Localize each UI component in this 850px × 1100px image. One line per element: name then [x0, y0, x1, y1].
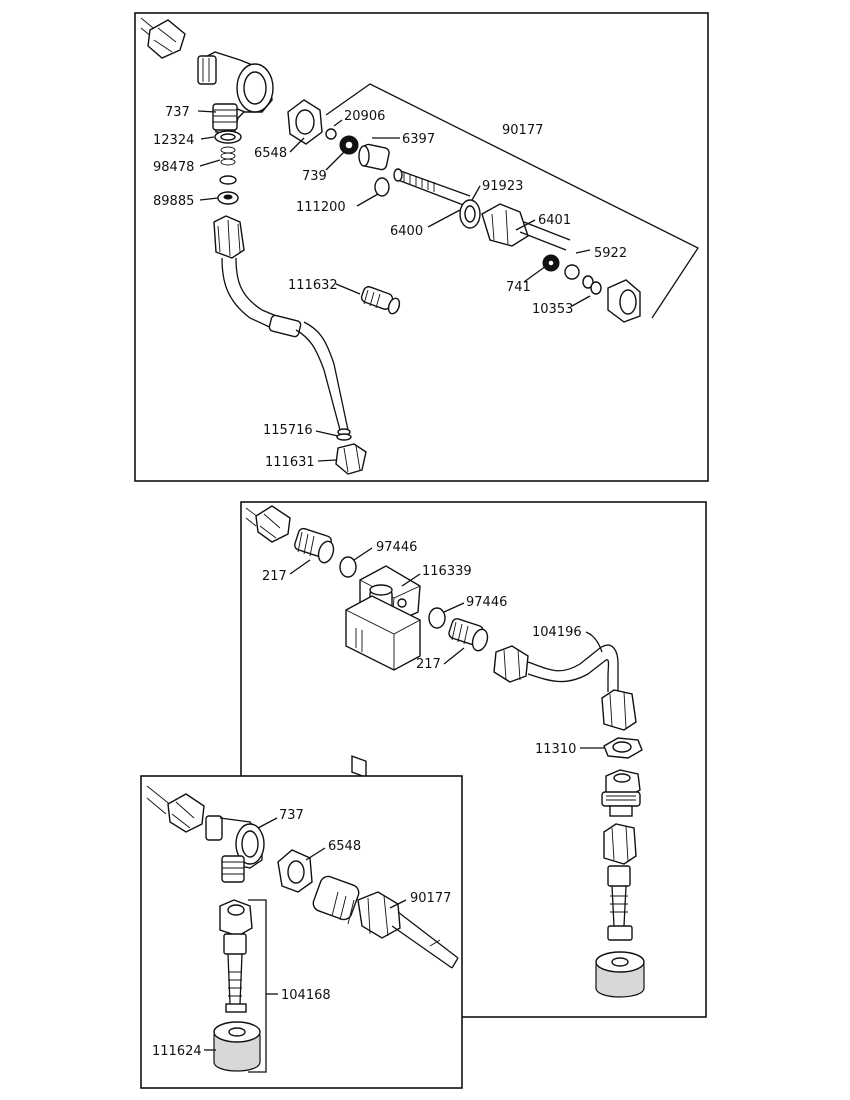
bent-tube: [213, 215, 351, 436]
washer-small: [219, 175, 237, 185]
hex-nut-6548: [287, 99, 323, 145]
label-116339: 116339: [422, 564, 472, 579]
label-89885: 89885: [153, 194, 194, 209]
panel-bottom: 737 6548 90177 104168 111624: [140, 775, 463, 1089]
mid-inlet-tube: [245, 505, 291, 543]
cap-fitting: [595, 951, 645, 998]
label-97446-b: 97446: [466, 595, 507, 610]
label-741: 741: [506, 280, 531, 295]
label-6548: 6548: [254, 146, 287, 161]
label-111631: 111631: [265, 455, 315, 470]
label-90177: 90177: [502, 123, 543, 138]
cap-111624: [213, 1021, 261, 1072]
label-217-a: 217: [262, 569, 287, 584]
label-6401: 6401: [538, 213, 571, 228]
label-11310: 11310: [535, 742, 576, 757]
label-111632: 111632: [288, 278, 338, 293]
valve-90177-b: [312, 875, 459, 969]
label-6397: 6397: [402, 132, 435, 147]
end-cap: [607, 279, 641, 323]
label-97446-a: 97446: [376, 540, 417, 555]
bracket-104168: [248, 899, 267, 1073]
panel-middle: 97446 217 116339 97446 104196 217 11310: [240, 501, 707, 1018]
sleeve-6397: [358, 143, 390, 171]
label-90177-b: 90177: [410, 891, 451, 906]
label-111200: 111200: [296, 200, 346, 215]
bottom-inlet-tube: [146, 785, 205, 833]
solenoid-valve-116339: [345, 565, 421, 779]
ring-111200: [374, 177, 390, 197]
label-737-b: 737: [279, 808, 304, 823]
inlet-tube-fitting: [140, 17, 186, 59]
label-5922: 5922: [594, 246, 627, 261]
label-104168: 104168: [281, 988, 331, 1003]
tube-104196: [493, 644, 637, 731]
label-111624: 111624: [152, 1044, 202, 1059]
tee-body-737: [197, 51, 274, 135]
part-20906: [325, 128, 337, 140]
oring-115716: [336, 433, 352, 441]
tee-body-737-b: [205, 815, 265, 883]
washer-5922: [564, 264, 580, 280]
hex-nut-6548-b: [277, 849, 313, 893]
label-20906: 20906: [344, 109, 385, 124]
label-12324: 12324: [153, 133, 194, 148]
fitting-217-a: [294, 527, 335, 564]
oring-97446-b: [428, 607, 446, 629]
nut-11310: [603, 737, 643, 759]
label-6400: 6400: [390, 224, 423, 239]
vertical-tube-fitting: [603, 823, 637, 941]
label-98478: 98478: [153, 160, 194, 175]
oring-97446-a: [339, 556, 357, 578]
fitting-111632: [360, 286, 401, 315]
label-6548-b: 6548: [328, 839, 361, 854]
tube-104168: [219, 899, 253, 1013]
label-10353: 10353: [532, 302, 573, 317]
label-737: 737: [165, 105, 190, 120]
spring-98478: [220, 146, 236, 166]
oring-10353: [582, 275, 594, 289]
label-91923: 91923: [482, 179, 523, 194]
fitting-stack: [601, 769, 641, 817]
label-217-b: 217: [416, 657, 441, 672]
bracket-90177: [325, 83, 699, 319]
panel-top: 737 12324 98478 89885 6548 20906 6397 90…: [134, 12, 709, 482]
label-115716: 115716: [263, 423, 313, 438]
fitting-217-b: [448, 618, 489, 652]
nut-111631: [335, 443, 367, 475]
valve-stem-assembly: [393, 168, 571, 251]
label-739: 739: [302, 169, 327, 184]
label-104196: 104196: [532, 625, 582, 640]
